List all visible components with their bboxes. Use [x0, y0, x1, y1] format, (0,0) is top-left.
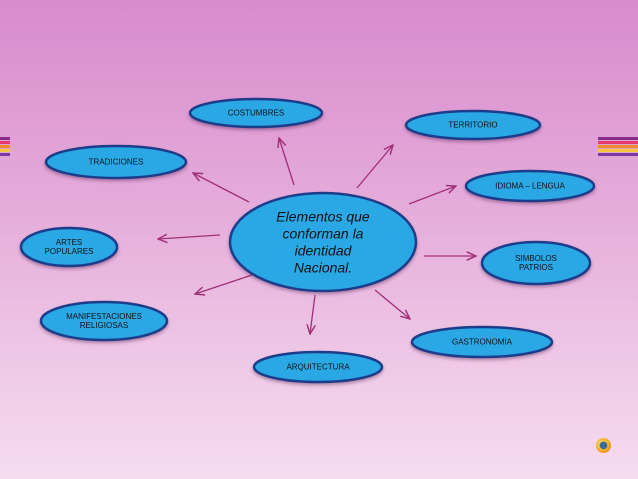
arrow-to-arquitectura [310, 294, 315, 334]
node-tradiciones-shape [44, 144, 188, 180]
node-artes-shape [19, 226, 119, 268]
node-territorio-label: TERRITORIO [448, 121, 497, 130]
arrow-to-costumbres [279, 138, 295, 186]
node-costumbres-label: COSTUMBRES [228, 109, 284, 118]
stripe-0 [598, 137, 638, 140]
node-territorio: TERRITORIO [404, 109, 542, 141]
node-arquitectura-label: ARQUITECTURA [286, 363, 350, 372]
node-gastronomia-shape [410, 325, 554, 359]
stripe-2 [0, 145, 10, 148]
stripe-4 [598, 153, 638, 156]
arrow-to-territorio [356, 145, 393, 189]
node-idioma-label: IDIOMA – LENGUA [495, 182, 565, 191]
node-arquitectura: ARQUITECTURA [252, 350, 384, 384]
right-stripe-decoration [598, 137, 638, 157]
stripe-4 [0, 153, 10, 156]
nodes-layer: COSTUMBRES TERRITORIO TRADICIONES IDIOMA – … [19, 97, 596, 384]
node-costumbres-shape [188, 97, 324, 129]
arrow-to-manifestaciones [195, 274, 253, 294]
stripe-1 [598, 141, 638, 144]
arrows-layer [158, 138, 476, 334]
node-tradiciones-label: TRADICIONES [89, 158, 144, 167]
stripe-1 [0, 141, 10, 144]
left-stripe-decoration [0, 137, 10, 157]
node-territorio-shape [404, 109, 542, 141]
arrow-to-idioma [408, 186, 456, 205]
center-node-shape [228, 191, 418, 293]
arrow-to-artes [158, 235, 221, 239]
arrow-to-tradiciones [193, 173, 250, 203]
node-arquitectura-shape [252, 350, 384, 384]
arrow-to-gastronomia [374, 289, 410, 319]
node-simbolos-shape [480, 240, 592, 286]
node-manifestaciones-shape [39, 300, 169, 342]
node-idioma: IDIOMA – LENGUA [464, 169, 596, 203]
stripe-0 [0, 137, 10, 140]
firefox-like-icon: ● [596, 438, 611, 453]
node-gastronomia-label: GASTRONOMIA [452, 338, 513, 347]
node-idioma-shape [464, 169, 596, 203]
stripe-3 [598, 149, 638, 152]
stripe-2 [598, 145, 638, 148]
node-costumbres: COSTUMBRES [188, 97, 324, 129]
stripe-3 [0, 149, 10, 152]
node-tradiciones: TRADICIONES [44, 144, 188, 180]
node-gastronomia: GASTRONOMIA [410, 325, 554, 359]
